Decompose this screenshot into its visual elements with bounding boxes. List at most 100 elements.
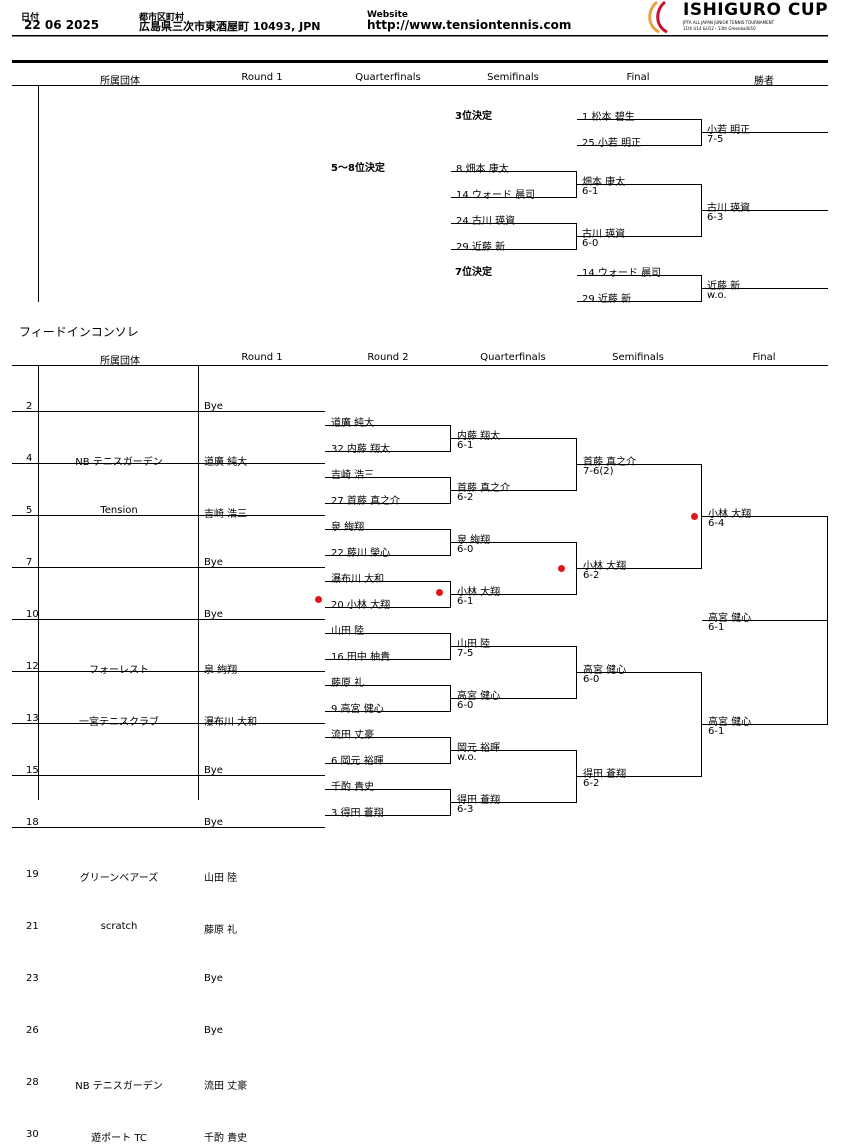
seed-number: 23 (26, 972, 39, 984)
round1-player: Bye (204, 764, 223, 776)
quarterfinal-player: 山田 陸 (457, 638, 491, 650)
place-value: 広島県三次市東酒屋町 10493, JPN (139, 20, 321, 33)
quarterfinal-player: 得田 蒼翔 (457, 794, 501, 806)
seventh-player-2: 29.近藤 新 (582, 294, 632, 305)
round1-player: Bye (204, 1024, 223, 1036)
match-score: 6-0 (457, 699, 474, 711)
fifth-semi-1-score: 6-1 (582, 186, 599, 197)
fifth-r1-3: 24.古川 瑛資 (456, 216, 516, 227)
round2-player: 瀑布川 大和 (331, 573, 385, 585)
champion-player: 高宮 健心 (708, 612, 752, 624)
round2-player: 32.内藤 翔太 (331, 443, 391, 455)
match-score: 6-2 (457, 491, 474, 503)
fifth-semi-2: 古川 瑛資 (582, 229, 626, 240)
third-place-label: 3位決定 (455, 111, 492, 122)
quarterfinal-player: 小林 大翔 (457, 586, 501, 598)
round1-player: 千酌 貴史 (204, 1132, 248, 1144)
round2-player: 泉 絢翔 (331, 521, 365, 533)
match-score: 6-1 (708, 725, 725, 737)
seed-number: 21 (26, 920, 39, 932)
round2-player: 流田 丈豪 (331, 729, 375, 741)
fifth-semi-2-score: 6-0 (582, 238, 599, 249)
match-score: 6-2 (583, 777, 600, 789)
round2-player: 藤原 礼 (331, 677, 365, 689)
round2-player: 千酌 貴史 (331, 781, 375, 793)
seed-number: 15 (26, 764, 39, 776)
match-score: 7-5 (457, 647, 474, 659)
seed-number: 4 (26, 452, 33, 464)
date-label: 日付 (21, 13, 40, 23)
logo-subtitle-2: 11th U14 &U12・13th GreenballU10 (683, 26, 756, 31)
round1-player: Bye (204, 972, 223, 984)
tournament-logo: ISHIGURO CUP JPTA ALL JAPAN JUNIOR TENNI… (643, 0, 828, 34)
club-name: scratch (100, 920, 138, 932)
website-link[interactable]: http://www.tensiontennis.com (367, 18, 572, 32)
round2-player: 6.岡元 裕暉 (331, 755, 384, 767)
round2-player: 9.高宮 健心 (331, 703, 384, 715)
quarterfinal-player: 内藤 翔太 (457, 430, 501, 442)
seed-number: 5 (26, 504, 33, 516)
seed-number: 10 (26, 608, 39, 620)
round2-player: 吉崎 浩三 (331, 469, 375, 481)
round2-player: 20.小林 大翔 (331, 599, 391, 611)
round1-player: 吉崎 浩三 (204, 508, 248, 520)
header-quarterfinals: Quarterfinals (355, 72, 421, 83)
round2-player: 山田 陸 (331, 625, 365, 637)
header-round1: Round 1 (241, 72, 283, 83)
club-name: 遊ポート TC (91, 1132, 147, 1144)
header-semifinals: Semifinals (487, 72, 539, 83)
logo-mark-icon (648, 0, 668, 34)
round1-player: Bye (204, 816, 223, 828)
round1-player: Bye (204, 400, 223, 412)
semifinal-player: 小林 大翔 (583, 560, 627, 572)
third-winner: 小若 明正 (707, 125, 751, 136)
club-name: グリーンベアーズ (79, 872, 159, 884)
match-score: 6-2 (583, 569, 600, 581)
round1-player: 山田 陸 (204, 872, 238, 884)
seed-number: 18 (26, 816, 39, 828)
round2-player: 16.田中 柚貴 (331, 651, 391, 663)
cons-header-round1: Round 1 (241, 352, 283, 363)
seed-number: 12 (26, 660, 39, 672)
fifth-r1-2: 14.ウォード 晨司 (456, 190, 536, 201)
date-value: 22 06 2025 (24, 18, 100, 32)
seed-number: 30 (26, 1128, 39, 1140)
cons-header-semifinals: Semifinals (612, 352, 664, 363)
cons-header-quarterfinals: Quarterfinals (480, 352, 546, 363)
fifth-score: 6-3 (707, 212, 724, 223)
header-winner: 勝者 (754, 76, 774, 87)
quarterfinal-player: 岡元 裕暉 (457, 742, 501, 754)
final-player: 小林 大翔 (708, 508, 752, 520)
fifth-place-label: 5～8位決定 (331, 163, 385, 174)
round1-player: Bye (204, 556, 223, 568)
seventh-place-label: 7位決定 (455, 267, 492, 278)
round1-player: 藤原 礼 (204, 924, 238, 936)
cons-header-round2: Round 2 (367, 352, 409, 363)
club-name: 一宮テニスクラブ (79, 716, 159, 728)
logo-subtitle-1: JPTA ALL JAPAN JUNIOR TENNIS TOURNAMENT (683, 20, 775, 25)
quarterfinal-player: 泉 絢翔 (457, 534, 491, 546)
match-score: 6-1 (457, 439, 474, 451)
red-marker-dot (691, 513, 698, 520)
match-score: 6-0 (457, 543, 474, 555)
seed-number: 26 (26, 1024, 39, 1036)
cons-header-club: 所属団体 (100, 356, 140, 367)
round2-player: 3.得田 蒼翔 (331, 807, 384, 819)
round1-player: Bye (204, 608, 223, 620)
seventh-winner: 近藤 新 (707, 281, 741, 292)
round1-player: 道廣 純大 (204, 456, 248, 468)
seed-number: 19 (26, 868, 39, 880)
third-player-1: 1.松本 碧生 (582, 112, 635, 123)
round1-player: 流田 丈豪 (204, 1080, 248, 1092)
club-name: NB テニスガーデン (75, 1080, 163, 1092)
place-label: 都市区町村 (139, 13, 185, 23)
red-marker-dot (436, 589, 443, 596)
website-label: Website (367, 10, 409, 20)
quarterfinal-player: 高宮 健心 (457, 690, 501, 702)
semifinal-player: 高宮 健心 (583, 664, 627, 676)
match-score: 7-6(2) (583, 465, 614, 477)
logo-title: ISHIGURO CUP (683, 0, 829, 20)
fifth-winner: 古川 瑛資 (707, 203, 751, 214)
match-score: 6-3 (457, 803, 474, 815)
fifth-r1-4: 29.近藤 新 (456, 242, 506, 253)
